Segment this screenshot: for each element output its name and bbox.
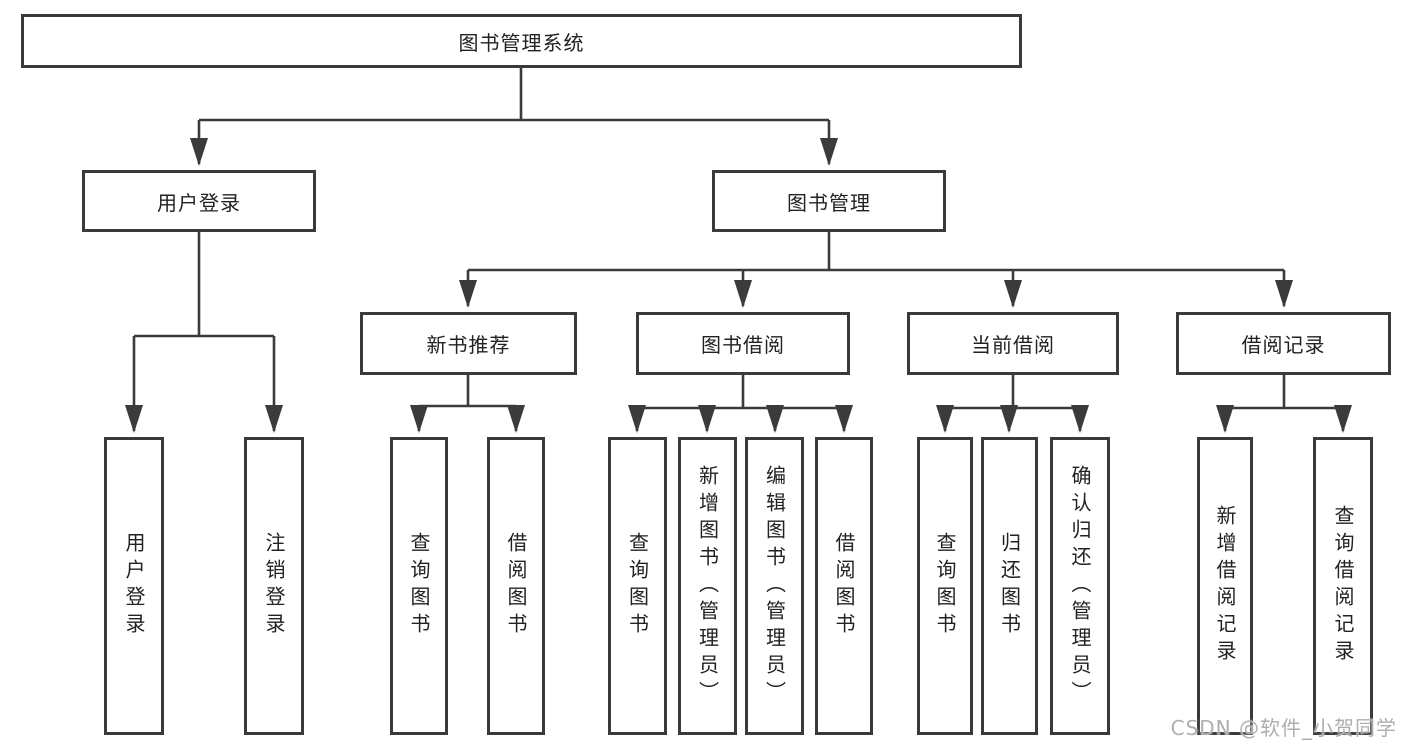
leaf-query-books-1-label: 查询图书 xyxy=(407,532,431,640)
node-book-management: 图书管理 xyxy=(712,170,946,232)
csdn-watermark: CSDN @软件_小贺同学 xyxy=(1170,716,1397,740)
leaf-return-books: 归还图书 xyxy=(981,437,1038,735)
leaf-edit-books-admin: 编辑图书（管理员） xyxy=(745,437,804,735)
leaf-query-borrow-record-label: 查询借阅记录 xyxy=(1331,505,1355,667)
leaf-borrow-books-1: 借阅图书 xyxy=(487,437,545,735)
node-current-borrow: 当前借阅 xyxy=(907,312,1119,375)
leaf-query-books-3-label: 查询图书 xyxy=(933,532,957,640)
leaf-query-books-2-label: 查询图书 xyxy=(625,532,650,640)
leaf-confirm-return-admin-label: 确认归还（管理员） xyxy=(1068,464,1092,708)
leaf-borrow-books-2-label: 借阅图书 xyxy=(832,532,856,640)
node-borrow-record: 借阅记录 xyxy=(1176,312,1391,375)
node-root: 图书管理系统 xyxy=(21,14,1022,68)
leaf-query-borrow-record: 查询借阅记录 xyxy=(1313,437,1373,735)
leaf-user-login-label: 用户登录 xyxy=(122,532,146,640)
leaf-borrow-books-1-label: 借阅图书 xyxy=(504,532,528,640)
leaf-query-books-2: 查询图书 xyxy=(608,437,667,735)
leaf-edit-books-admin-label: 编辑图书（管理员） xyxy=(762,464,787,708)
leaf-add-books-admin-label: 新增图书（管理员） xyxy=(695,464,720,708)
node-book-borrow-label: 图书借阅 xyxy=(701,333,785,357)
leaf-return-books-label: 归还图书 xyxy=(997,532,1022,640)
leaf-add-borrow-record-label: 新增借阅记录 xyxy=(1213,505,1237,667)
leaf-query-books-3: 查询图书 xyxy=(917,437,973,735)
leaf-logout-login: 注销登录 xyxy=(244,437,304,735)
leaf-user-login: 用户登录 xyxy=(104,437,164,735)
node-current-borrow-label: 当前借阅 xyxy=(971,333,1055,357)
leaf-logout-login-label: 注销登录 xyxy=(262,532,286,640)
node-new-book-recommend-label: 新书推荐 xyxy=(426,333,511,357)
node-book-borrow: 图书借阅 xyxy=(636,312,850,375)
node-new-book-recommend: 新书推荐 xyxy=(360,312,577,375)
leaf-add-books-admin: 新增图书（管理员） xyxy=(678,437,737,735)
node-user-login-label: 用户登录 xyxy=(157,190,241,215)
node-root-label: 图书管理系统 xyxy=(458,30,585,55)
node-borrow-record-label: 借阅记录 xyxy=(1241,333,1326,357)
leaf-add-borrow-record: 新增借阅记录 xyxy=(1197,437,1253,735)
leaf-borrow-books-2: 借阅图书 xyxy=(815,437,873,735)
leaf-confirm-return-admin: 确认归还（管理员） xyxy=(1050,437,1110,735)
leaf-query-books-1: 查询图书 xyxy=(390,437,448,735)
node-user-login: 用户登录 xyxy=(82,170,316,232)
node-book-management-label: 图书管理 xyxy=(787,190,871,215)
